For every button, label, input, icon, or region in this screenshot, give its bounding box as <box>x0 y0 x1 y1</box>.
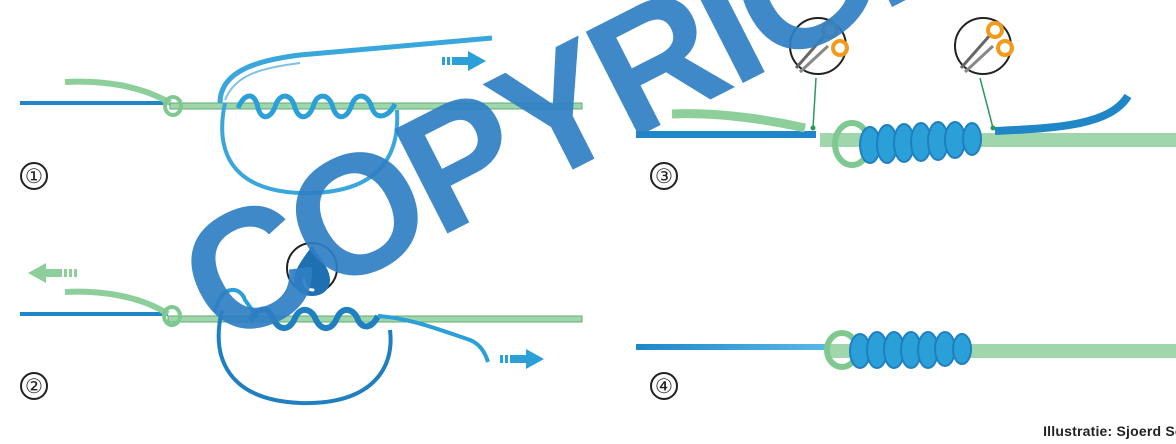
step-number-3: ③ <box>650 162 678 190</box>
wrapped-coils <box>859 121 982 164</box>
step-2-illustration <box>20 242 583 406</box>
step-number-2: ② <box>20 372 48 400</box>
step-1-illustration <box>20 35 583 196</box>
water-drop-icon <box>286 242 338 296</box>
scissors-right-icon <box>954 17 1014 131</box>
step-4-illustration <box>636 330 1176 370</box>
pull-left-arrow-icon <box>28 263 77 283</box>
pull-arrow-icon <box>442 51 486 71</box>
step-number-1: ① <box>20 162 48 190</box>
pull-right-arrow-icon <box>500 349 544 369</box>
illustration-credit: Illustratie: Sjoerd Schroe <box>1043 423 1176 439</box>
finished-coils <box>849 331 972 369</box>
step-3-illustration <box>636 17 1176 168</box>
step-number-4: ④ <box>650 372 678 400</box>
scissors-left-icon <box>789 17 849 131</box>
